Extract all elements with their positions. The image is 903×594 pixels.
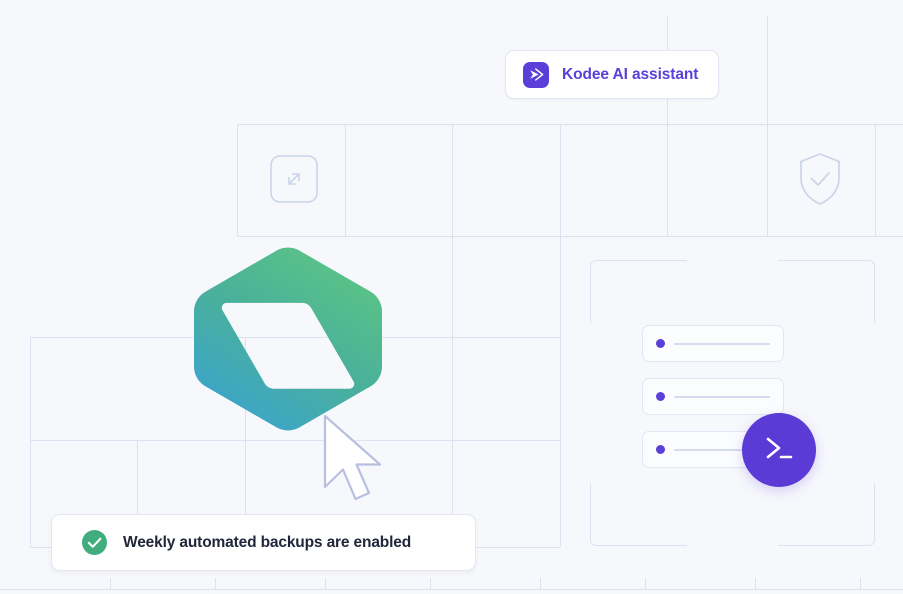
grid-line-vertical xyxy=(860,578,861,589)
server-status-dot xyxy=(656,392,665,401)
kodee-ai-assistant-chip[interactable]: Kodee AI assistant xyxy=(505,50,720,99)
kodee-bird-icon xyxy=(523,61,549,88)
hosting-hexagon-logo xyxy=(192,247,384,431)
server-list-panel xyxy=(590,260,875,546)
panel-corner-top-left xyxy=(590,260,687,323)
grid-line-vertical xyxy=(325,578,326,589)
grid-line-horizontal xyxy=(237,124,903,125)
server-name-placeholder xyxy=(674,342,770,345)
grid-line-horizontal xyxy=(30,440,560,441)
kodee-chip-label: Kodee AI assistant xyxy=(562,65,699,83)
grid-line-vertical xyxy=(452,236,453,547)
grid-line-vertical xyxy=(452,124,453,236)
grid-line-vertical xyxy=(875,124,876,236)
grid-line-vertical xyxy=(560,124,561,236)
grid-line-vertical xyxy=(767,16,768,236)
grid-line-vertical xyxy=(237,124,238,236)
shield-check-icon xyxy=(797,152,843,211)
terminal-button[interactable] xyxy=(742,413,816,487)
expand-arrows-icon xyxy=(270,155,318,208)
check-circle-icon xyxy=(82,530,107,555)
backup-status-label: Weekly automated backups are enabled xyxy=(123,533,412,551)
grid-line-vertical xyxy=(667,16,668,236)
server-row[interactable] xyxy=(642,325,784,362)
server-row[interactable] xyxy=(642,378,784,415)
grid-line-vertical xyxy=(540,578,541,589)
grid-line-horizontal xyxy=(237,236,903,237)
grid-line-vertical xyxy=(215,578,216,589)
grid-line-vertical xyxy=(110,578,111,589)
grid-line-vertical xyxy=(30,337,31,547)
terminal-prompt-icon xyxy=(762,433,796,468)
panel-corner-bottom-right xyxy=(778,483,875,546)
server-status-dot xyxy=(656,445,665,454)
grid-line-vertical xyxy=(645,578,646,589)
backup-status-toast: Weekly automated backups are enabled xyxy=(51,514,476,571)
grid-line-vertical xyxy=(430,578,431,589)
server-status-dot xyxy=(656,339,665,348)
mouse-cursor xyxy=(322,413,392,505)
grid-line-vertical xyxy=(560,236,561,547)
server-name-placeholder xyxy=(674,448,770,451)
grid-line-vertical xyxy=(755,578,756,589)
server-name-placeholder xyxy=(674,395,770,398)
panel-corner-bottom-left xyxy=(590,483,687,546)
panel-corner-top-right xyxy=(778,260,875,323)
grid-line-horizontal xyxy=(0,589,903,590)
grid-line-vertical xyxy=(345,124,346,236)
